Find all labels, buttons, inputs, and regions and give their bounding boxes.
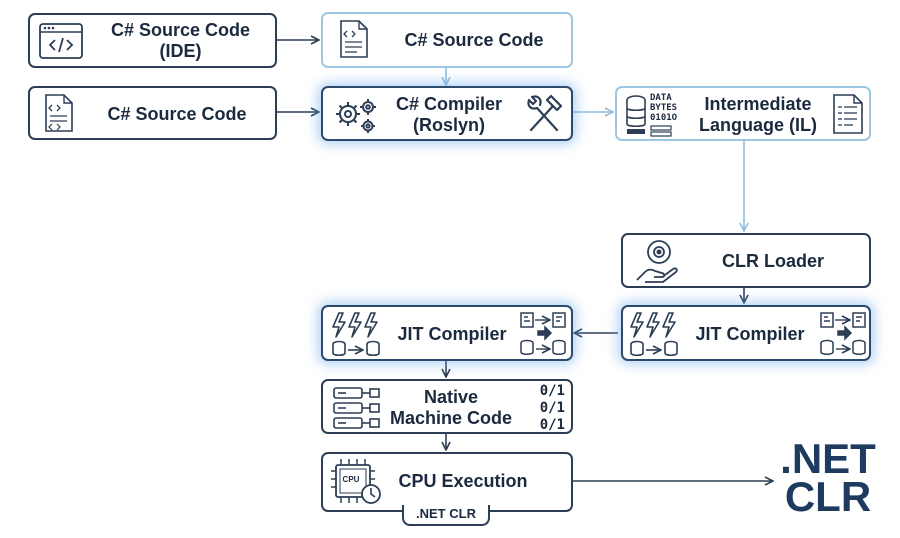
- il-icon-text-line: BYTES: [650, 103, 678, 113]
- node-label: JIT Compiler: [397, 324, 507, 344]
- node-label: JIT Compiler: [695, 324, 805, 344]
- cpu-chip-icon: [331, 459, 381, 504]
- gears-icon: [336, 99, 376, 133]
- code-conversion-icon: [520, 312, 566, 355]
- binary-digits: 0/1 0/1 0/1: [529, 383, 565, 434]
- node-label-line2: (IDE): [159, 41, 202, 61]
- stack-icon: [650, 125, 672, 137]
- node-label: CLR Loader: [721, 251, 824, 271]
- node-label-line2: Machine Code: [389, 408, 513, 428]
- node-label-line2: (Roslyn): [413, 115, 485, 135]
- code-file-icon: [340, 20, 368, 58]
- code-file-icon: [45, 94, 73, 132]
- logo-line1: .NET: [780, 435, 876, 482]
- document-icon: [833, 94, 863, 134]
- code-window-icon: [39, 23, 83, 59]
- cpu-chip-label: CPU: [342, 475, 360, 484]
- node-label-line2: Language (IL): [699, 115, 817, 135]
- lightning-data-icon: [332, 312, 380, 357]
- il-icon-text-line: DATA: [650, 93, 672, 103]
- binary-digit-line: 0/1: [539, 400, 565, 416]
- node-label-line1: Native: [423, 387, 479, 407]
- node-label: CPU Execution: [398, 471, 528, 491]
- binary-digit-line: 0/1: [539, 383, 565, 399]
- hammer-wrench-icon: [527, 94, 563, 132]
- net-clr-logo: .NET CLR: [776, 435, 880, 520]
- node-cpu-execution: CPU CPU Execution: [321, 452, 573, 512]
- node-label-line1: C# Source Code: [110, 20, 251, 40]
- node-label-line1: Intermediate: [704, 94, 812, 114]
- node-native-machine-code: Native Machine Code 0/1 0/1 0/1: [321, 379, 573, 434]
- node-jit-compiler-right: JIT Compiler: [621, 305, 871, 361]
- logo-line2: CLR: [784, 473, 872, 520]
- code-conversion-icon: [820, 312, 866, 355]
- node-clr-loader: CLR Loader: [621, 233, 871, 288]
- node-label: C# Source Code: [107, 104, 247, 124]
- node-jit-compiler-left: JIT Compiler: [321, 305, 573, 361]
- server-rack-icon: [333, 387, 380, 429]
- node-label: C# Source Code: [404, 30, 544, 50]
- net-clr-tag: .NET CLR: [402, 505, 490, 526]
- node-csharp-source-left: C# Source Code: [28, 86, 277, 140]
- database-icon: [626, 95, 646, 134]
- il-icon-text: DATA BYTES 0101O: [650, 93, 677, 137]
- node-csharp-compiler: C# Compiler (Roslyn): [321, 86, 573, 141]
- node-csharp-source-ide: C# Source Code (IDE): [28, 13, 277, 68]
- node-csharp-source-top: C# Source Code: [321, 12, 573, 68]
- node-intermediate-language: DATA BYTES 0101O Intermediate Language (…: [615, 86, 871, 141]
- node-label-line1: C# Compiler: [395, 94, 503, 114]
- lightning-data-icon: [630, 312, 678, 357]
- binary-digit-line: 0/1: [539, 417, 565, 433]
- hand-disc-icon: [636, 240, 678, 283]
- il-icon-text-line: 0101O: [650, 113, 678, 123]
